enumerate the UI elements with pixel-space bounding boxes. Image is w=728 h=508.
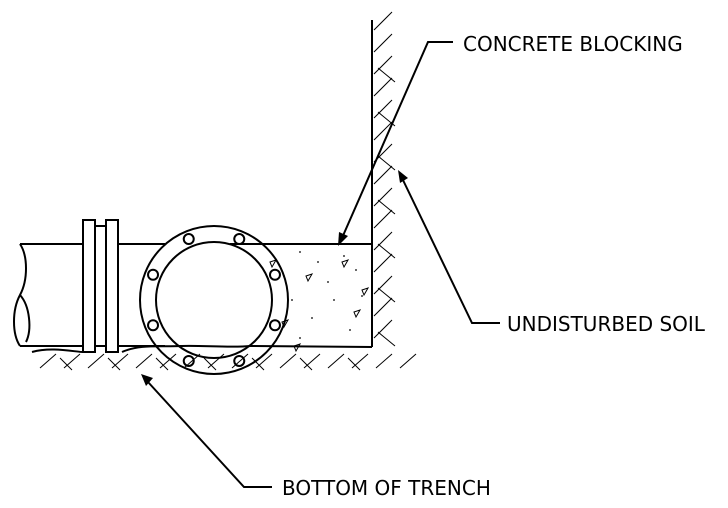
bolt-hole <box>182 233 195 246</box>
pipe-flange-right <box>105 219 119 353</box>
bolt-hole <box>233 233 246 246</box>
undisturbed-soil-wall <box>371 11 396 347</box>
pipe-flange-left <box>82 219 96 353</box>
bolt-hole <box>268 268 281 281</box>
concrete-blocking <box>230 243 373 353</box>
bolt-hole <box>233 354 246 367</box>
bolt-hole <box>147 319 160 332</box>
label-bottom-of-trench: BOTTOM OF TRENCH <box>282 476 491 500</box>
bolt-hole <box>182 354 195 367</box>
flange-end-view <box>139 225 289 375</box>
pipe <box>13 219 165 353</box>
bolt-holes <box>147 233 281 367</box>
leader-lines <box>141 41 500 488</box>
bolt-hole <box>268 319 281 332</box>
bolt-hole <box>147 268 160 281</box>
label-undisturbed-soil: UNDISTURBED SOIL <box>507 312 706 336</box>
label-concrete-blocking: CONCRETE BLOCKING <box>463 32 683 56</box>
